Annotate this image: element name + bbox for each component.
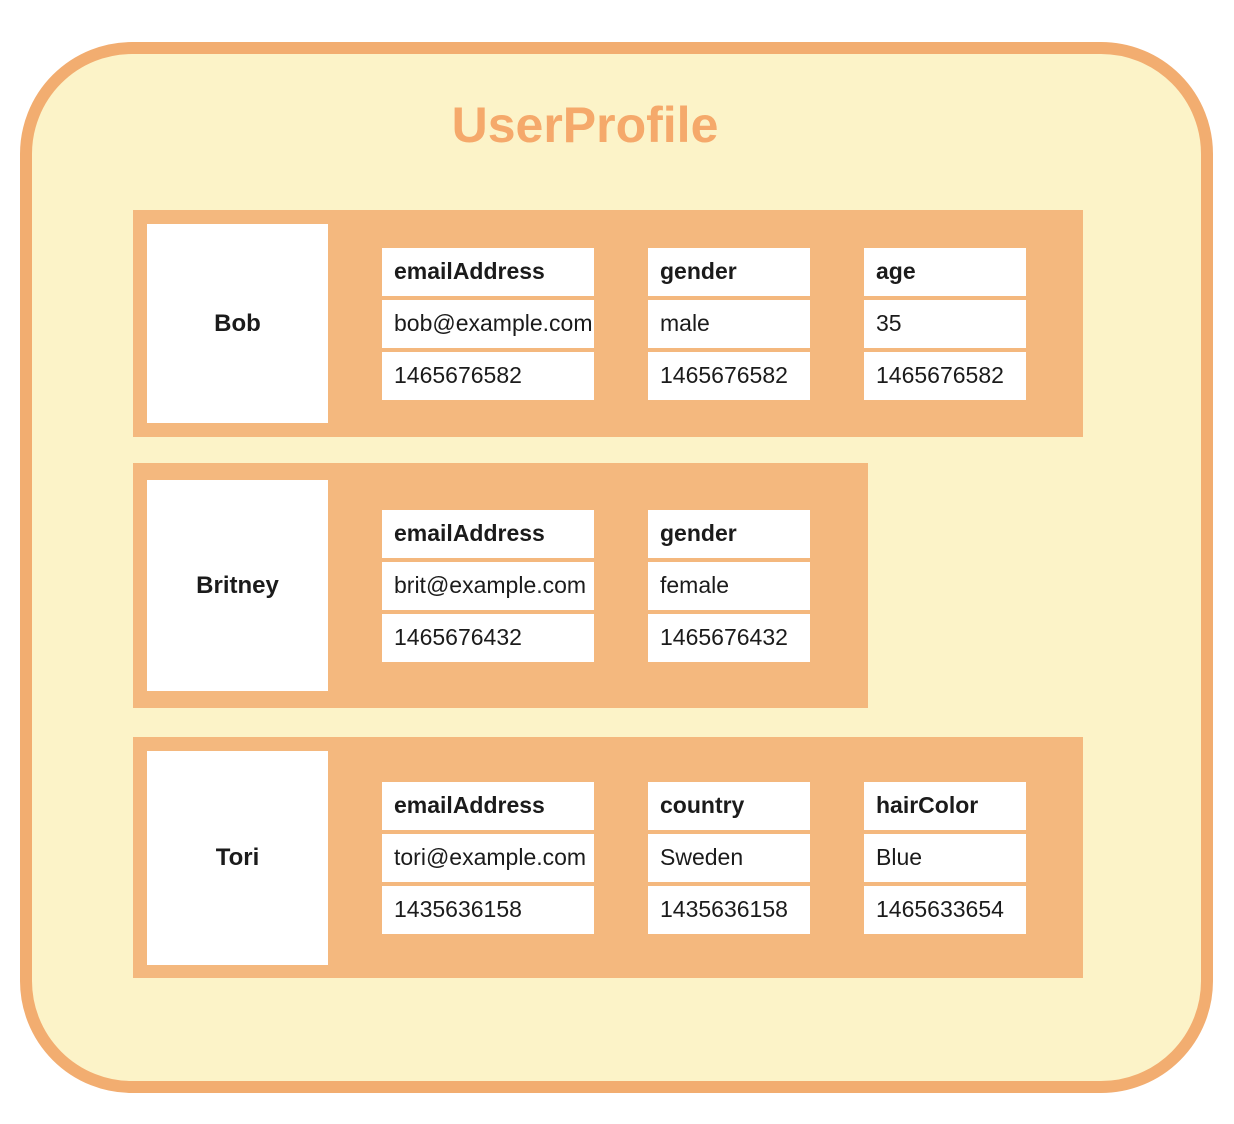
column-gender: gender male 1465676582 xyxy=(648,247,810,400)
row-columns: emailAddress brit@example.com 1465676432… xyxy=(382,509,810,662)
column-name-cell: country xyxy=(648,781,810,830)
column-emailAddress: emailAddress tori@example.com 1435636158 xyxy=(382,781,594,934)
column-name-cell: gender xyxy=(648,247,810,296)
column-value-cell: brit@example.com xyxy=(382,561,594,610)
column-country: country Sweden 1435636158 xyxy=(648,781,810,934)
column-value-cell: Blue xyxy=(864,833,1026,882)
diagram-title: UserProfile xyxy=(451,97,719,153)
column-timestamp-cell: 1465676432 xyxy=(382,613,594,662)
column-value-cell: 35 xyxy=(864,299,1026,348)
row-key-cell: Bob xyxy=(147,224,328,423)
column-emailAddress: emailAddress bob@example.com 1465676582 xyxy=(382,247,594,400)
column-age: age 35 1465676582 xyxy=(864,247,1026,400)
column-timestamp-cell: 1465676582 xyxy=(864,351,1026,400)
column-name-cell: emailAddress xyxy=(382,509,594,558)
column-timestamp-cell: 1465676432 xyxy=(648,613,810,662)
row-columns: emailAddress bob@example.com 1465676582 … xyxy=(382,247,1026,400)
column-name-cell: gender xyxy=(648,509,810,558)
column-timestamp-cell: 1435636158 xyxy=(382,885,594,934)
column-hairColor: hairColor Blue 1465633654 xyxy=(864,781,1026,934)
row-key-cell: Tori xyxy=(147,750,328,965)
column-value-cell: Sweden xyxy=(648,833,810,882)
column-timestamp-cell: 1465633654 xyxy=(864,885,1026,934)
column-name-cell: hairColor xyxy=(864,781,1026,830)
row-block-tori: Tori emailAddress tori@example.com 14356… xyxy=(133,737,1083,978)
column-value-cell: tori@example.com xyxy=(382,833,594,882)
row-block-bob: Bob emailAddress bob@example.com 1465676… xyxy=(133,210,1083,437)
column-value-cell: female xyxy=(648,561,810,610)
column-name-cell: emailAddress xyxy=(382,247,594,296)
row-columns: emailAddress tori@example.com 1435636158… xyxy=(382,781,1026,934)
column-name-cell: age xyxy=(864,247,1026,296)
column-timestamp-cell: 1435636158 xyxy=(648,885,810,934)
column-timestamp-cell: 1465676582 xyxy=(382,351,594,400)
row-key-cell: Britney xyxy=(147,480,328,691)
column-name-cell: emailAddress xyxy=(382,781,594,830)
column-value-cell: male xyxy=(648,299,810,348)
row-block-britney: Britney emailAddress brit@example.com 14… xyxy=(133,463,868,708)
column-emailAddress: emailAddress brit@example.com 1465676432 xyxy=(382,509,594,662)
column-value-cell: bob@example.com xyxy=(382,299,594,348)
column-timestamp-cell: 1465676582 xyxy=(648,351,810,400)
column-gender: gender female 1465676432 xyxy=(648,509,810,662)
